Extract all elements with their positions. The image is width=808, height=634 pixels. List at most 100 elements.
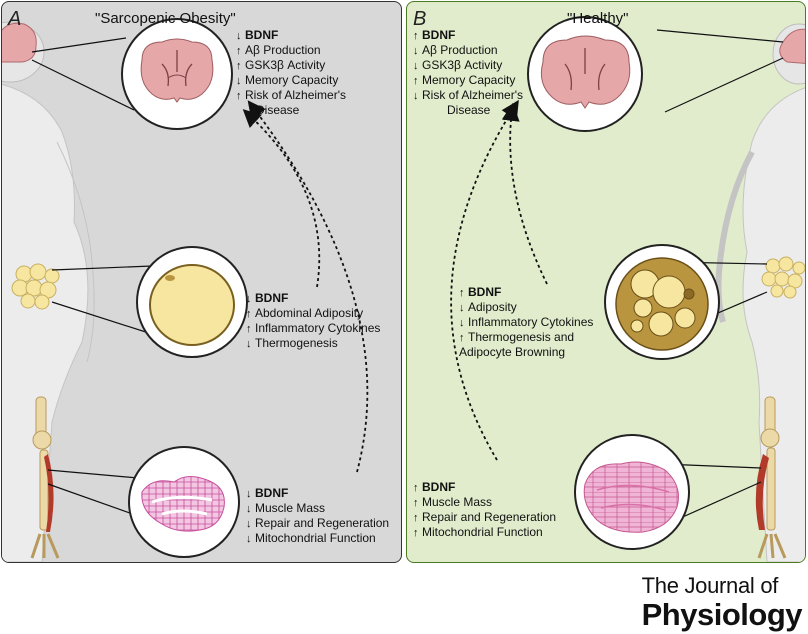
panel-b-illustration — [450, 16, 805, 562]
effect-line: ↑GSK3β Activity — [236, 58, 346, 73]
human-body-icon — [2, 21, 95, 562]
effect-text: Adiposity — [468, 300, 517, 314]
effect-text: Disease — [256, 103, 300, 117]
down-arrow-icon: ↓ — [459, 302, 465, 314]
effect-text: BDNF — [245, 28, 279, 42]
effect-text: Thermogenesis — [255, 336, 338, 350]
logo-line-1: The Journal of — [641, 573, 779, 598]
effect-text: Repair and Regeneration — [422, 510, 557, 524]
effect-line: Disease — [413, 103, 523, 117]
effect-text: Thermogenesis and — [468, 330, 575, 344]
muscle-effects-text: ↑BDNF↑Muscle Mass↑Repair and Regeneratio… — [413, 480, 556, 540]
down-arrow-icon: ↓ — [236, 30, 242, 42]
up-arrow-icon: ↑ — [236, 45, 242, 57]
down-arrow-icon: ↓ — [246, 488, 252, 500]
brain-icon — [121, 18, 233, 130]
brain-effects-text: ↓BDNF↑Aβ Production↑GSK3β Activity↓Memor… — [236, 28, 346, 117]
down-arrow-icon: ↓ — [459, 317, 465, 329]
effect-text: Mitochondrial Function — [422, 525, 543, 539]
adipose-effects-text: ↓BDNF↑Abdominal Adiposity↑Inflammatory C… — [246, 291, 380, 351]
up-arrow-icon: ↑ — [246, 308, 252, 320]
panel-a-illustration — [2, 18, 369, 562]
panel-healthy: B "Healthy" ↑BDNF↓Aβ Production↓GSK3β Ac… — [406, 1, 806, 563]
effect-text: Repair and Regeneration — [255, 516, 390, 530]
up-arrow-icon: ↑ — [413, 30, 419, 42]
effect-line: ↑Repair and Regeneration — [413, 510, 556, 525]
adipose-effects-text: ↑BDNF↓Adiposity↓Inflammatory Cytokines↑T… — [459, 285, 593, 359]
effect-text: Aβ Production — [422, 43, 498, 57]
brain-icon — [527, 16, 643, 132]
logo-line-2: Physiology — [641, 597, 803, 632]
effect-text: Inflammatory Cytokines — [468, 315, 594, 329]
effect-line: ↓Adiposity — [459, 300, 593, 315]
effect-line: ↓BDNF — [246, 486, 389, 501]
effect-text: Aβ Production — [245, 43, 321, 57]
effect-line: ↑Abdominal Adiposity — [246, 306, 380, 321]
effect-line: ↑BDNF — [413, 28, 523, 43]
effect-line: ↑BDNF — [459, 285, 593, 300]
panel-sarcopenic-obesity: A "Sarcopenic Obesity" ↓BDNF↑Aβ Producti… — [1, 1, 402, 563]
up-arrow-icon: ↑ — [459, 287, 465, 299]
down-arrow-icon: ↓ — [246, 293, 252, 305]
effect-text: Memory Capacity — [245, 73, 339, 87]
up-arrow-icon: ↑ — [413, 512, 419, 524]
effect-text: BDNF — [255, 291, 289, 305]
effect-text: GSK3β Activity — [245, 58, 326, 72]
effect-line: ↓BDNF — [236, 28, 346, 43]
up-arrow-icon: ↑ — [459, 332, 465, 344]
effect-text: GSK3β Activity — [422, 58, 503, 72]
down-arrow-icon: ↓ — [246, 533, 252, 545]
down-arrow-icon: ↓ — [413, 60, 419, 72]
effect-line: ↓Inflammatory Cytokines — [459, 315, 593, 330]
effect-line: ↑Memory Capacity — [413, 73, 523, 88]
panel-title-b: "Healthy" — [567, 10, 629, 27]
down-arrow-icon: ↓ — [413, 45, 419, 57]
effect-line: ↓GSK3β Activity — [413, 58, 523, 73]
muscle-tissue-icon — [128, 446, 240, 558]
down-arrow-icon: ↓ — [246, 338, 252, 350]
effect-text: Memory Capacity — [422, 73, 516, 87]
down-arrow-icon: ↓ — [236, 75, 242, 87]
effect-line: ↑Inflammatory Cytokines — [246, 321, 380, 336]
up-arrow-icon: ↑ — [236, 90, 242, 102]
effect-text: BDNF — [255, 486, 289, 500]
brain-effects-text: ↑BDNF↓Aβ Production↓GSK3β Activity↑Memor… — [413, 28, 523, 117]
effect-line: ↓Muscle Mass — [246, 501, 389, 516]
effect-line: Adipocyte Browning — [459, 345, 593, 359]
effect-text: Muscle Mass — [255, 501, 326, 515]
effect-text: BDNF — [468, 285, 502, 299]
up-arrow-icon: ↑ — [236, 60, 242, 72]
up-arrow-icon: ↑ — [413, 75, 419, 87]
down-arrow-icon: ↓ — [413, 90, 419, 102]
effect-text: Risk of Alzheimer's — [422, 88, 523, 102]
panel-letter-b: B — [413, 8, 427, 30]
effect-text: Risk of Alzheimer's — [245, 88, 346, 102]
dashed-arrow-icon — [242, 100, 369, 473]
down-arrow-icon: ↓ — [246, 518, 252, 530]
effect-text: Muscle Mass — [422, 495, 493, 509]
effect-line: ↑Thermogenesis and — [459, 330, 593, 345]
up-arrow-icon: ↑ — [246, 323, 252, 335]
effect-line: ↑BDNF — [413, 480, 556, 495]
effect-line: ↑Mitochondrial Function — [413, 525, 556, 540]
up-arrow-icon: ↑ — [413, 482, 419, 494]
effect-line: ↑Aβ Production — [236, 43, 346, 58]
journal-logo: The Journal of Physiology — [641, 573, 803, 632]
effect-line: ↓Risk of Alzheimer's — [413, 88, 523, 103]
up-arrow-icon: ↑ — [413, 527, 419, 539]
effect-line: ↓Aβ Production — [413, 43, 523, 58]
effect-text: Disease — [447, 103, 491, 117]
effect-text: Inflammatory Cytokines — [255, 321, 381, 335]
adipocyte-icon — [136, 246, 248, 358]
effect-text: Abdominal Adiposity — [255, 306, 364, 320]
effect-line: ↓Thermogenesis — [246, 336, 380, 351]
adipocyte-icon — [604, 244, 720, 360]
effect-line: ↓BDNF — [246, 291, 380, 306]
dashed-arrow-icon — [450, 99, 548, 461]
effect-line: ↓Memory Capacity — [236, 73, 346, 88]
effect-text: BDNF — [422, 480, 456, 494]
muscle-tissue-icon — [574, 434, 690, 550]
effect-text: Mitochondrial Function — [255, 531, 376, 545]
muscle-effects-text: ↓BDNF↓Muscle Mass↓Repair and Regeneratio… — [246, 486, 389, 546]
effect-line: ↑Risk of Alzheimer's — [236, 88, 346, 103]
